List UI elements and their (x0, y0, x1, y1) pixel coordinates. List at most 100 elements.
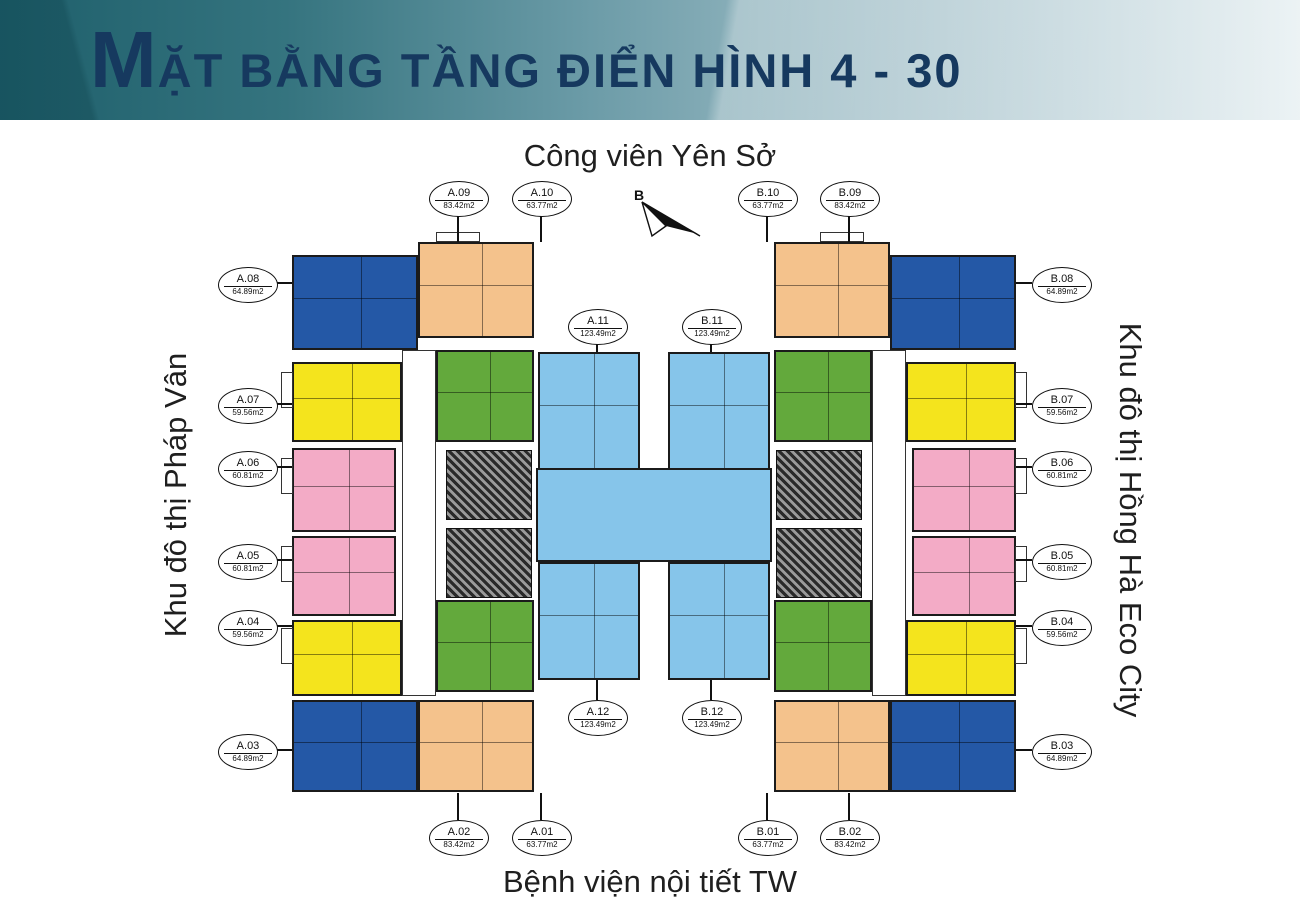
unit-a03 (292, 700, 418, 792)
north-compass-icon: B (634, 187, 701, 238)
unit-area: 59.56m2 (224, 407, 272, 418)
unit-id: B.07 (1050, 394, 1074, 406)
callout-b09: B.09 83.42m2 (820, 181, 880, 217)
core-right-lower (776, 528, 862, 598)
unit-id: B.09 (838, 187, 862, 199)
unit-b10 (774, 350, 872, 442)
leader-line (457, 793, 459, 820)
unit-id: A.01 (530, 826, 554, 838)
unit-id: A.11 (587, 315, 609, 327)
unit-id: A.08 (236, 273, 260, 285)
balcony (820, 232, 864, 242)
callout-a02: A.02 83.42m2 (429, 820, 489, 856)
leader-line (1016, 625, 1032, 627)
leader-line (276, 749, 292, 751)
callout-a11: A.11 123.49m2 (568, 309, 628, 345)
unit-area: 63.77m2 (744, 839, 792, 850)
unit-id: B.10 (756, 187, 780, 199)
leader-line (276, 403, 292, 405)
balcony (281, 628, 293, 664)
center-lobby (536, 468, 772, 562)
unit-id: B.12 (700, 706, 724, 718)
callout-a06: A.06 60.81m2 (218, 451, 278, 487)
unit-id: A.03 (236, 740, 260, 752)
callout-a08: A.08 64.89m2 (218, 267, 278, 303)
unit-area: 83.42m2 (435, 200, 483, 211)
leader-line (710, 680, 712, 700)
unit-area: 59.56m2 (224, 629, 272, 640)
callout-a03: A.03 64.89m2 (218, 734, 278, 770)
callout-a10: A.10 63.77m2 (512, 181, 572, 217)
leader-line (596, 680, 598, 700)
unit-b01 (774, 600, 872, 692)
unit-id: A.04 (236, 616, 260, 628)
leader-line (540, 214, 542, 242)
unit-id: A.07 (236, 394, 260, 406)
callout-b11: B.11 123.49m2 (682, 309, 742, 345)
unit-id: A.09 (447, 187, 471, 199)
leader-line (766, 214, 768, 242)
unit-a08 (292, 255, 418, 350)
unit-b07 (906, 362, 1016, 442)
corridor-left-wing (402, 350, 436, 696)
leader-line (1016, 466, 1032, 468)
label-north-park: Công viên Yên Sở (523, 138, 777, 173)
callout-a09: A.09 83.42m2 (429, 181, 489, 217)
callout-a04: A.04 59.56m2 (218, 610, 278, 646)
unit-b04 (906, 620, 1016, 696)
unit-id: A.06 (236, 457, 260, 469)
leader-line (1016, 282, 1032, 284)
label-south-hospital: Bệnh viện nội tiết TW (502, 864, 798, 899)
compass-north-letter: B (634, 187, 644, 203)
leader-line (1016, 403, 1032, 405)
unit-a10 (436, 350, 534, 442)
unit-id: B.06 (1050, 457, 1074, 469)
unit-id: A.10 (530, 187, 554, 199)
callout-b10: B.10 63.77m2 (738, 181, 798, 217)
unit-area: 60.81m2 (1038, 470, 1086, 481)
balcony (1015, 546, 1027, 582)
unit-area: 64.89m2 (224, 753, 272, 764)
unit-id: B.03 (1050, 740, 1074, 752)
page-title-dropcap: M (90, 15, 158, 104)
label-west-area: Khu đô thị Pháp Vân (158, 352, 193, 638)
unit-id: A.12 (586, 706, 610, 718)
leader-line (276, 466, 292, 468)
leader-line (848, 793, 850, 820)
unit-area: 123.49m2 (688, 719, 736, 730)
unit-id: A.02 (447, 826, 471, 838)
balcony (281, 372, 293, 408)
unit-id: A.05 (236, 550, 260, 562)
callout-b03: B.03 64.89m2 (1032, 734, 1092, 770)
unit-b08 (890, 255, 1016, 350)
leader-line (766, 793, 768, 820)
unit-area: 83.42m2 (435, 839, 483, 850)
core-left-lower (446, 528, 532, 598)
callout-b07: B.07 59.56m2 (1032, 388, 1092, 424)
unit-id: B.11 (701, 315, 723, 327)
unit-area: 63.77m2 (518, 200, 566, 211)
callout-b01: B.01 63.77m2 (738, 820, 798, 856)
leader-line (596, 343, 598, 352)
corridor-right-wing (872, 350, 906, 696)
unit-id: B.01 (756, 826, 780, 838)
unit-area: 64.89m2 (1038, 286, 1086, 297)
callout-b08: B.08 64.89m2 (1032, 267, 1092, 303)
unit-area: 60.81m2 (224, 563, 272, 574)
unit-area: 59.56m2 (1038, 629, 1086, 640)
unit-a01 (436, 600, 534, 692)
unit-b02 (774, 700, 890, 792)
callout-a12: A.12 123.49m2 (568, 700, 628, 736)
page-title-text: ẶT BẰNG TẦNG ĐIỂN HÌNH 4 - 30 (157, 44, 963, 97)
leader-line (276, 282, 292, 284)
core-right-upper (776, 450, 862, 520)
unit-area: 123.49m2 (574, 719, 622, 730)
callout-b04: B.04 59.56m2 (1032, 610, 1092, 646)
unit-b06 (912, 448, 1016, 532)
unit-area: 60.81m2 (224, 470, 272, 481)
unit-a07 (292, 362, 402, 442)
unit-b03 (890, 700, 1016, 792)
unit-b12 (668, 562, 770, 680)
